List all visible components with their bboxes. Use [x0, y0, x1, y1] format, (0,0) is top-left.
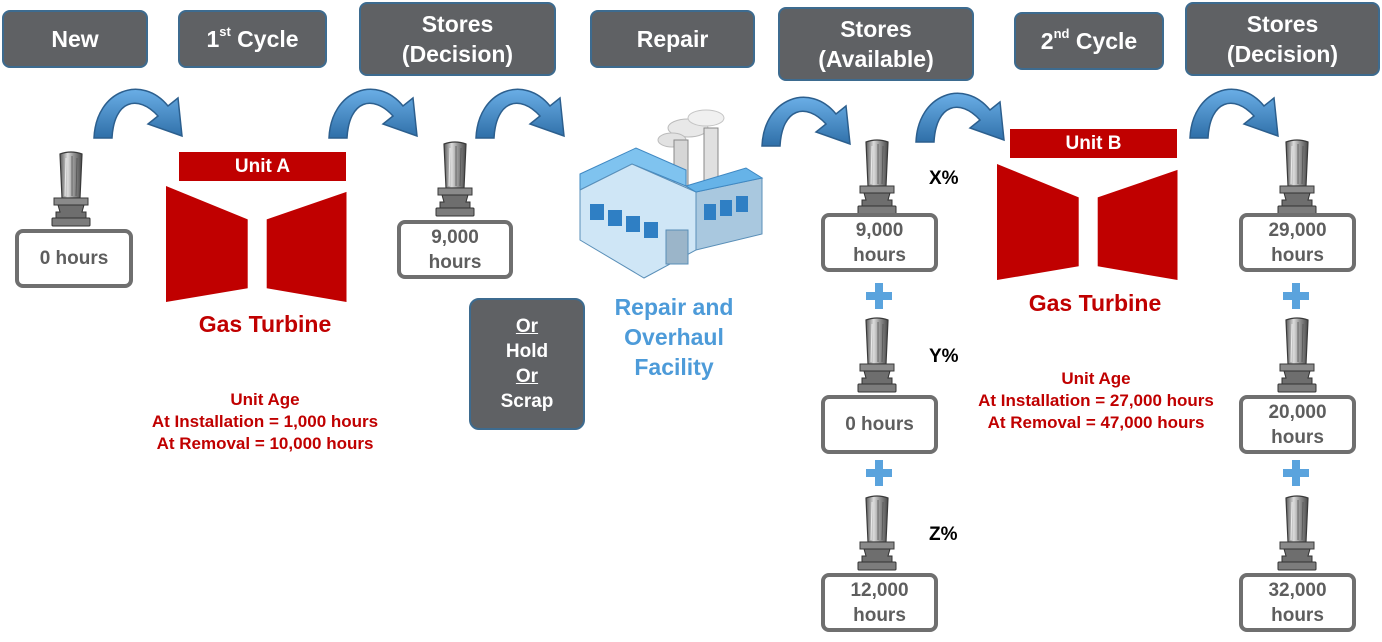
stage-new: New [2, 10, 148, 68]
stage-stores-decision-2-line1: Stores [1246, 11, 1319, 37]
turbine-blade-icon [852, 494, 902, 574]
repair-facility-label: Repair and Overhaul Facility [596, 292, 752, 382]
stage-stores-decision-2-line2: (Decision) [1226, 41, 1339, 67]
stage-stores-decision-1-line1: Stores [421, 11, 494, 37]
unit-a-label-text: Unit A [234, 155, 291, 177]
curved-arrow-icon [758, 88, 858, 148]
unit-a-age-removal: At Removal = 10,000 hours [156, 434, 374, 453]
hold-or-scrap-box: Or Hold Or Scrap [469, 298, 585, 430]
stage-cycle-1: 1st Cycle [178, 10, 327, 68]
hours-unit: hours [1271, 604, 1324, 626]
hours-value: 9,000 [431, 226, 479, 248]
turbine-blade-icon [1272, 494, 1322, 574]
curved-arrow-icon [1186, 80, 1286, 140]
hours-box-stores-decision-1: 9,000 hours [397, 220, 513, 279]
facility-line3: Facility [634, 354, 714, 380]
curved-arrow-icon [472, 80, 572, 140]
turbine-blade-icon [1272, 316, 1322, 396]
hours-unit: hours [1271, 244, 1324, 266]
facility-line1: Repair and [614, 294, 734, 320]
plus-icon [864, 458, 894, 488]
hours-value: 29,000 [1268, 219, 1327, 241]
unit-b-turbine-label: Gas Turbine [1028, 290, 1162, 316]
stage-cycle-2: 2nd Cycle [1014, 12, 1164, 70]
unit-a-age: Unit Age At Installation = 1,000 hours A… [120, 389, 410, 455]
turbine-blade-icon [46, 150, 96, 230]
stage-stores-decision-1: Stores (Decision) [359, 2, 556, 76]
hours-box-decision-2-c: 32,000 hours [1239, 573, 1356, 632]
hours-unit: hours [853, 244, 906, 266]
hours-box-available-z: 12,000 hours [821, 573, 938, 632]
unit-b-age-title: Unit Age [1061, 369, 1131, 388]
pct-x: X% [929, 168, 959, 189]
hours-unit: hours [1271, 426, 1324, 448]
hours-value: 20,000 [1268, 401, 1327, 423]
unit-a-age-install: At Installation = 1,000 hours [151, 412, 379, 431]
turbine-shape-icon [997, 164, 1187, 282]
stage-repair: Repair [590, 10, 755, 68]
stage-cycle-2-label: 2nd Cycle [1040, 26, 1138, 54]
plus-icon [864, 281, 894, 311]
turbine-blade-icon [852, 316, 902, 396]
stage-cycle-1-label: 1st Cycle [206, 24, 299, 52]
turbine-blade-icon [430, 140, 480, 220]
hours-unit: hours [428, 251, 482, 273]
facility-line2: Overhaul [624, 324, 724, 350]
turbine-blade-icon [852, 138, 902, 218]
hours-value: 9,000 [855, 219, 904, 241]
stage-stores-available-line2: (Available) [818, 46, 934, 72]
unit-b-label-text: Unit B [1065, 132, 1122, 154]
unit-a-age-title: Unit Age [230, 390, 300, 409]
hours-new-value: 0 hours [39, 248, 109, 269]
plus-icon [1281, 281, 1311, 311]
hours-value: 12,000 [850, 579, 909, 601]
unit-b-label: Unit B [1010, 129, 1177, 158]
unit-a-label: Unit A [179, 152, 346, 181]
unit-b-age: Unit Age At Installation = 27,000 hours … [950, 368, 1242, 434]
hours-box-new: 0 hours [15, 229, 133, 288]
pct-y: Y% [929, 346, 959, 367]
hours-value: 32,000 [1268, 579, 1327, 601]
stage-stores-decision-2: Stores (Decision) [1185, 2, 1380, 76]
decision-or-2: Or [515, 366, 539, 387]
hours-value: 0 hours [845, 414, 914, 435]
stage-stores-available: Stores (Available) [778, 7, 974, 81]
unit-a-turbine-label: Gas Turbine [198, 311, 332, 337]
factory-icon [579, 109, 764, 279]
hours-box-decision-2-b: 20,000 hours [1239, 395, 1356, 454]
stage-stores-available-line1: Stores [840, 16, 912, 42]
decision-or-1: Or [515, 316, 539, 337]
plus-icon [1281, 458, 1311, 488]
decision-hold: Hold [505, 341, 549, 362]
hours-box-available-y: 0 hours [821, 395, 938, 454]
unit-b-age-removal: At Removal = 47,000 hours [987, 413, 1205, 432]
turbine-blade-icon [1272, 138, 1322, 218]
decision-scrap: Scrap [500, 391, 554, 412]
hours-box-decision-2-a: 29,000 hours [1239, 213, 1356, 272]
curved-arrow-icon [325, 80, 425, 140]
stage-stores-decision-1-line2: (Decision) [401, 41, 514, 67]
pct-z: Z% [929, 524, 958, 545]
stage-new-label: New [51, 26, 99, 52]
unit-b-age-install: At Installation = 27,000 hours [978, 391, 1214, 410]
hours-unit: hours [853, 604, 906, 626]
stage-repair-label: Repair [636, 26, 709, 52]
hours-box-available-x: 9,000 hours [821, 213, 938, 272]
turbine-shape-icon [166, 186, 356, 304]
curved-arrow-icon [90, 80, 190, 140]
curved-arrow-icon [912, 84, 1012, 144]
